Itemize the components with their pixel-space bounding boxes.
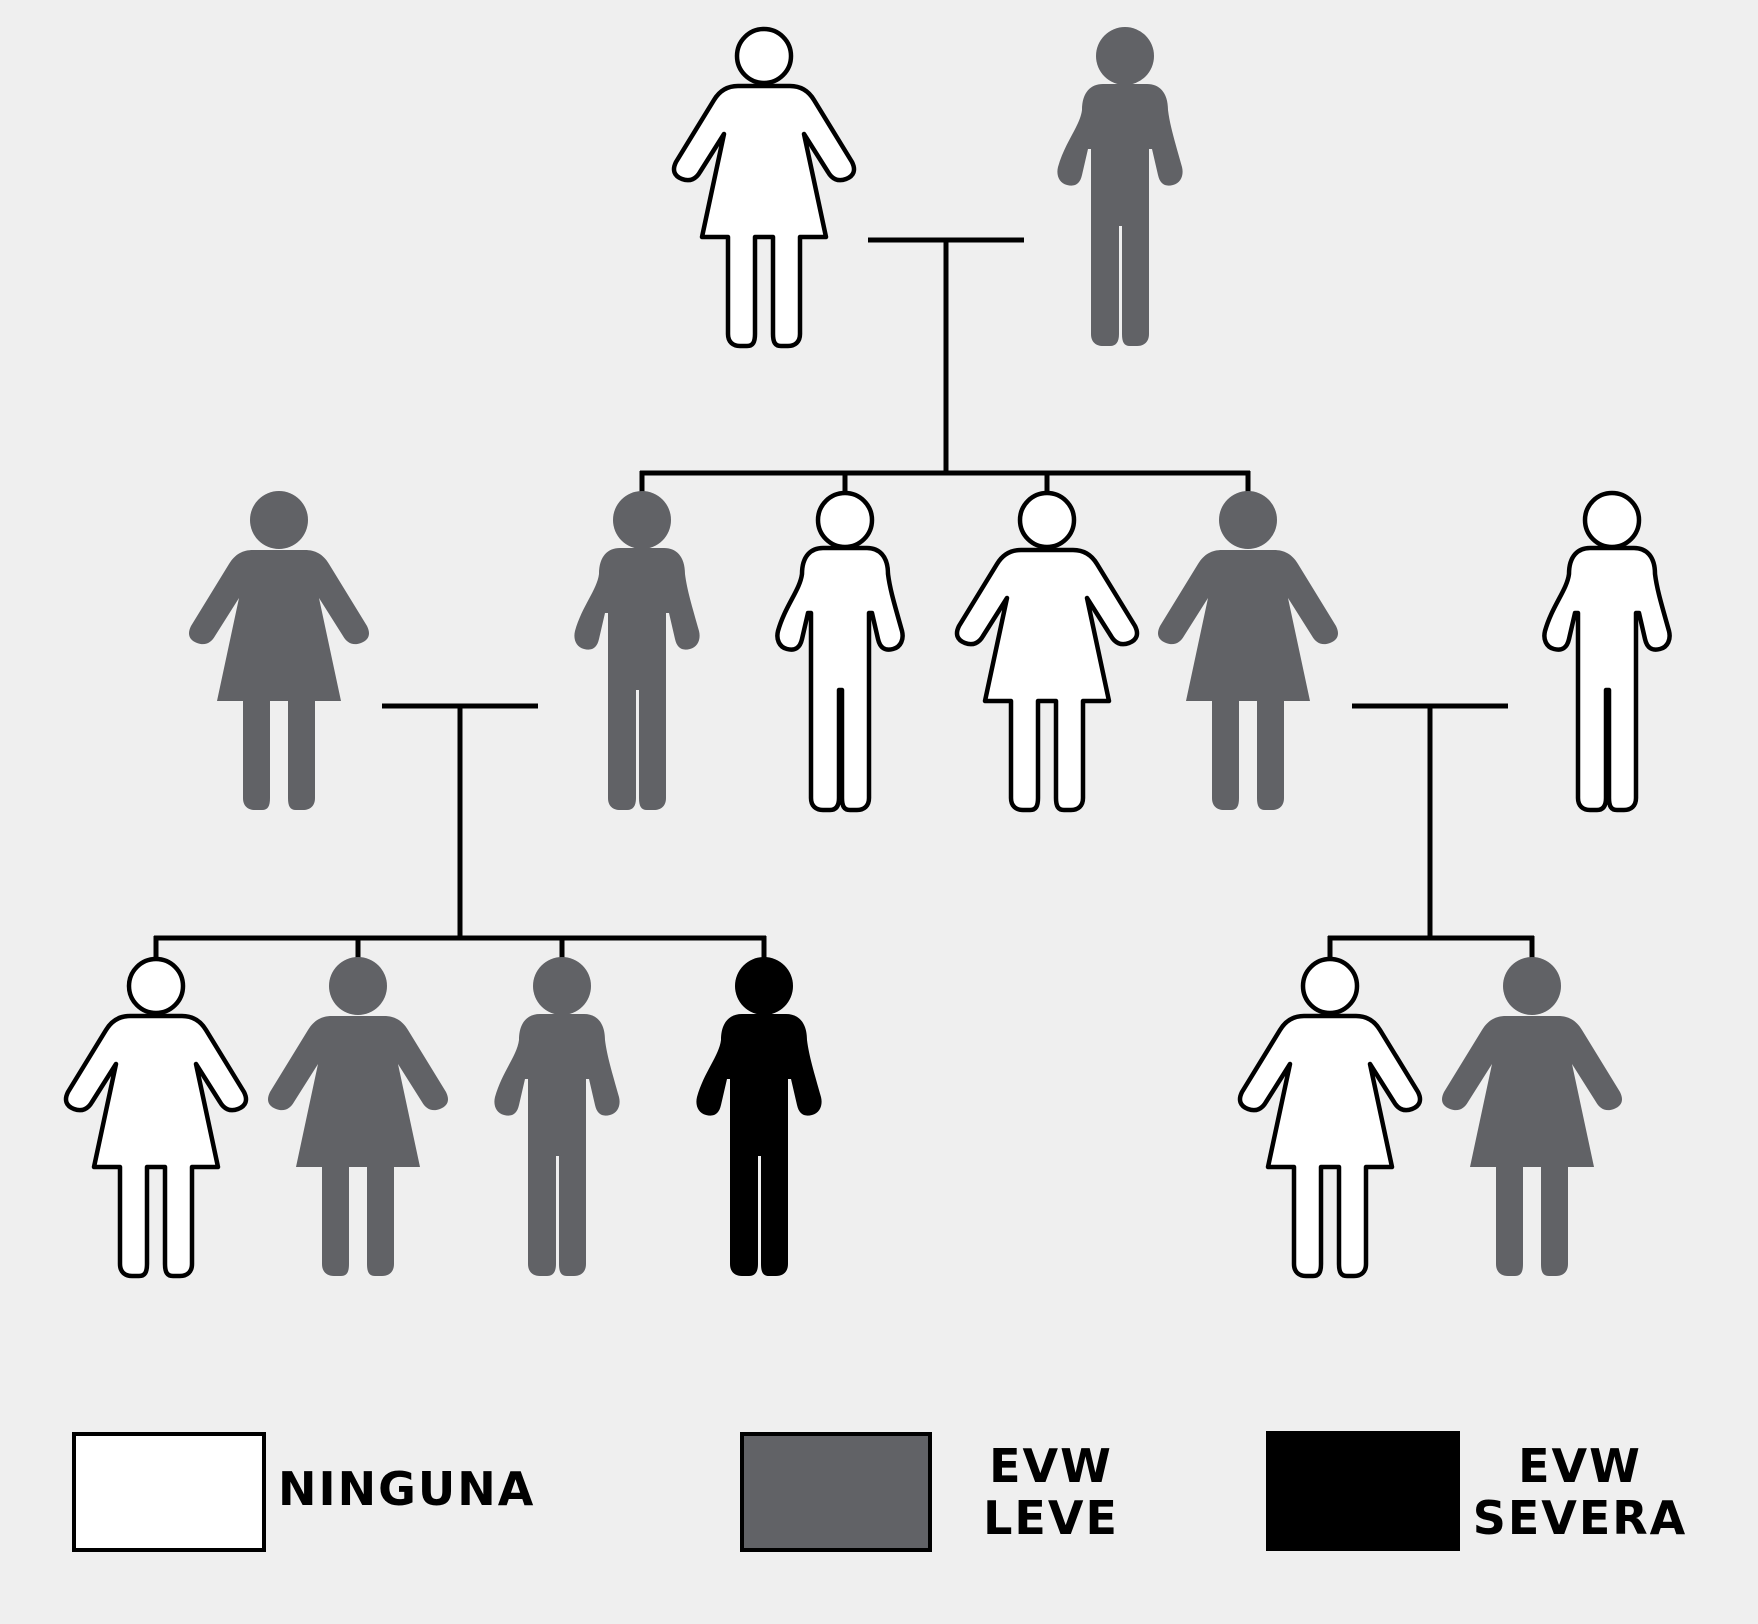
female-figure-none	[671, 26, 857, 349]
legend-swatch-severe	[1266, 1431, 1460, 1551]
male-figure-head	[1096, 27, 1154, 85]
legend-label-severe-line2: SEVERA	[1473, 1491, 1688, 1545]
male-figure-head	[533, 957, 591, 1015]
female-figure-head	[1503, 957, 1561, 1015]
male-figure-severe	[696, 957, 822, 1276]
female-figure-body	[954, 547, 1140, 813]
male-figure-none	[775, 490, 905, 813]
male-figure-body	[775, 545, 905, 813]
female-figure-mild	[189, 491, 369, 810]
female-figure-head	[329, 957, 387, 1015]
female-figure-body	[1237, 1013, 1423, 1279]
legend-label-severe-line1: EVW	[1518, 1439, 1642, 1493]
female-figure-body	[63, 1013, 249, 1279]
legend-label-none: NINGUNA	[278, 1462, 535, 1516]
male-figure-body	[1542, 545, 1672, 813]
legend-label-mild-line2: LEVE	[983, 1491, 1119, 1545]
female-figure-body	[1442, 1016, 1622, 1276]
female-figure-body	[268, 1016, 448, 1276]
female-figure-body	[1158, 550, 1338, 810]
female-figure-none	[63, 956, 249, 1279]
female-figure-head	[250, 491, 308, 549]
pedigree-individuals	[63, 26, 1672, 1279]
male-figure-head	[1582, 490, 1642, 550]
female-figure-mild	[1442, 957, 1622, 1276]
legend-label-mild-line1: EVW	[989, 1439, 1113, 1493]
male-figure-mild	[494, 957, 620, 1276]
female-figure-none	[954, 490, 1140, 813]
male-figure-head	[735, 957, 793, 1015]
female-figure-head	[1300, 956, 1360, 1016]
male-figure-head	[815, 490, 875, 550]
female-figure-mild	[1158, 491, 1338, 810]
male-figure-body	[1057, 84, 1183, 346]
male-figure-none	[1542, 490, 1672, 813]
male-figure-body	[696, 1014, 822, 1276]
legend: NINGUNA EVW LEVE EVW SEVERA	[72, 1431, 1688, 1552]
female-figure-head	[734, 26, 794, 86]
male-figure-head	[613, 491, 671, 549]
legend-swatch-mild	[740, 1432, 932, 1552]
female-figure-head	[1219, 491, 1277, 549]
legend-swatch-none	[72, 1432, 266, 1552]
female-figure-none	[1237, 956, 1423, 1279]
male-figure-mild	[574, 491, 700, 810]
female-figure-mild	[268, 957, 448, 1276]
female-figure-head	[1017, 490, 1077, 550]
male-figure-body	[494, 1014, 620, 1276]
male-figure-body	[574, 548, 700, 810]
male-figure-mild	[1057, 27, 1183, 346]
female-figure-head	[126, 956, 186, 1016]
female-figure-body	[189, 550, 369, 810]
female-figure-body	[671, 83, 857, 349]
